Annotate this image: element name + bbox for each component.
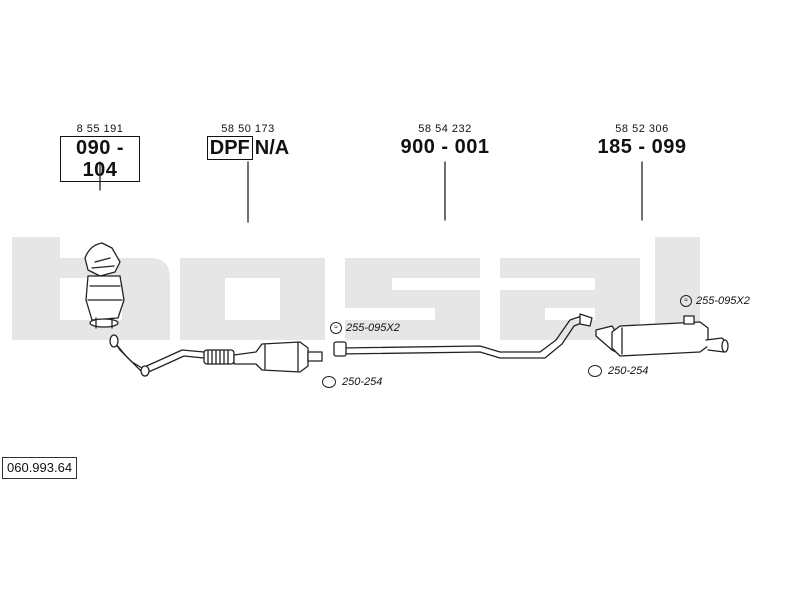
flex-pipe-section: [203, 349, 235, 365]
part-ref-catalyst: 8 55 191: [76, 123, 124, 135]
small-part-code: 250-254: [342, 376, 383, 388]
part-code-dpf-suffix: N/A: [254, 137, 290, 159]
part-code-rear-muffler: 185 - 099: [597, 136, 687, 158]
middle-pipe: [333, 313, 593, 359]
small-part-bracket-rear: ≈255-095X2: [680, 295, 750, 308]
part-label-rear-muffler: 58 52 306 185 - 099: [597, 123, 687, 158]
part-code-middle-pipe: 900 - 001: [400, 136, 490, 158]
dpf-unit: [233, 341, 323, 373]
clamp-icon: [322, 376, 336, 389]
part-ref-middle-pipe: 58 54 232: [418, 123, 472, 135]
part-ref-rear-muffler: 58 52 306: [615, 123, 669, 135]
watermark-letter-s: [345, 258, 480, 340]
small-part-bracket-front: ≈255-095X2: [330, 322, 400, 335]
bracket-icon: ≈: [330, 322, 342, 335]
small-part-code: 250-254: [608, 365, 649, 377]
small-part-clamp-rear: 250-254: [588, 365, 649, 378]
watermark-letter-o: [180, 258, 325, 340]
small-part-clamp-front: 250-254: [322, 376, 383, 389]
catalytic-converter: [84, 242, 125, 329]
diagram-number: 060.993.64: [2, 457, 78, 479]
small-part-code: 255-095X2: [346, 322, 400, 334]
part-label-catalyst: 8 55 191 090 - 104: [60, 123, 140, 182]
small-part-code: 255-095X2: [696, 295, 750, 307]
watermark-letter-l: [655, 237, 700, 340]
part-label-middle-pipe: 58 54 232 900 - 001: [400, 123, 490, 158]
watermark-letter-b: [12, 237, 170, 340]
watermark-letter-a: [500, 258, 640, 340]
rear-muffler: [595, 315, 729, 357]
watermark-shapes: [12, 237, 700, 340]
part-ref-dpf: 58 50 173: [221, 123, 275, 135]
bracket-icon: ≈: [680, 295, 692, 308]
part-code-catalyst: 090 - 104: [60, 136, 140, 182]
part-code-dpf: DPF: [206, 136, 253, 160]
front-pipe: [109, 334, 216, 377]
clamp-icon: [588, 365, 602, 378]
